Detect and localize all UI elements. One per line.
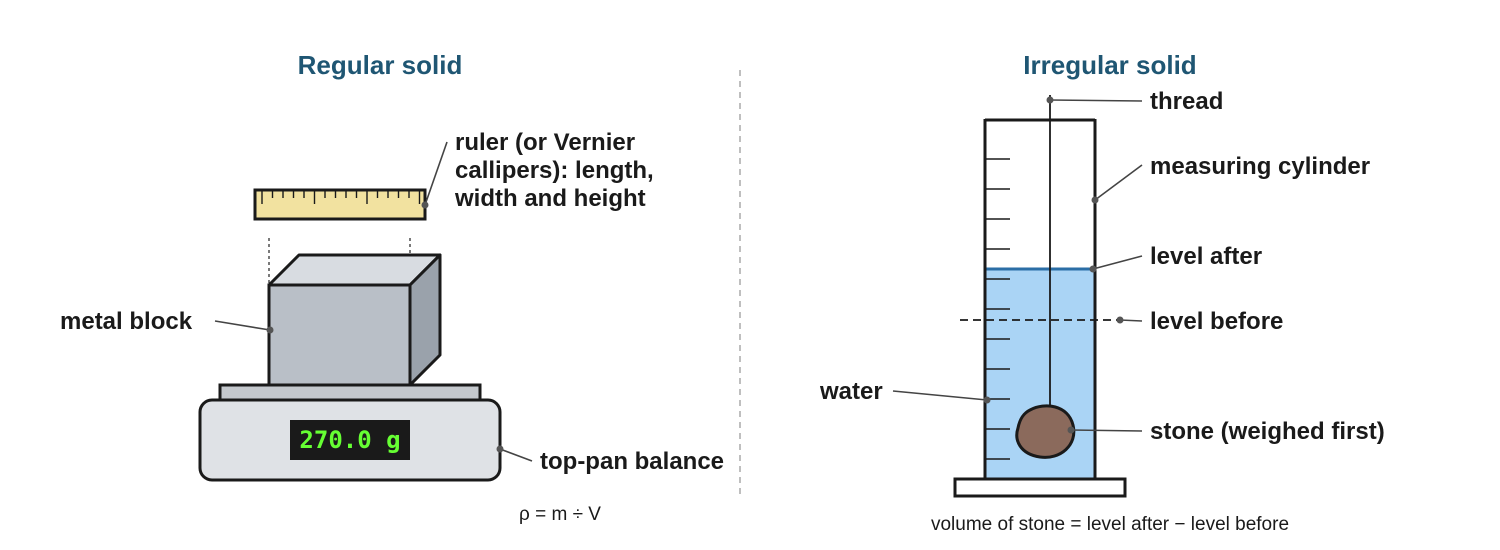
- regular-solid-title: Regular solid: [298, 50, 463, 80]
- balance-display: [290, 420, 410, 460]
- ruler-label-line-3: width and height: [454, 185, 646, 212]
- irregular-solid-title: Irregular solid: [1023, 50, 1196, 80]
- ruler: [253, 188, 427, 221]
- level-after-leader: [1092, 255, 1143, 270]
- water-leader: [892, 390, 988, 401]
- level-after-leader-dot: [1089, 265, 1097, 273]
- balance-reading: 270.0 g: [299, 426, 400, 454]
- ruler-ticks: [261, 190, 421, 204]
- cylinder-base: [953, 477, 1127, 498]
- ruler-label-line-1: ruler (or Vernier: [455, 129, 635, 156]
- thread-leader-dot: [1046, 96, 1054, 104]
- block-leader: [214, 320, 271, 331]
- thread-leader: [1049, 99, 1143, 102]
- cylinder-leader: [1094, 164, 1143, 201]
- cylinder-leader-dot: [1091, 196, 1099, 204]
- measuring-cylinder: [953, 118, 1127, 498]
- level-before-leader: [1119, 319, 1143, 322]
- ruler-label: ruler (or Vernier callipers): length, wi…: [454, 129, 660, 212]
- ruler-leader: [424, 141, 448, 206]
- stone-leader: [1070, 429, 1143, 432]
- block-leader-dot: [266, 326, 274, 334]
- top-pan-balance-label: top-pan balance: [540, 448, 724, 475]
- thread-label: thread: [1150, 88, 1223, 115]
- water-label: water: [819, 378, 883, 405]
- stone-leader-dot: [1067, 426, 1075, 434]
- measuring-cylinder-label: measuring cylinder: [1150, 153, 1370, 180]
- stone: [1015, 404, 1076, 459]
- ruler-leader-dot: [421, 201, 429, 209]
- stone-volume-formula: volume of stone = level after − level be…: [931, 514, 1289, 535]
- stone-label: stone (weighed first): [1150, 418, 1385, 445]
- ruler-label-line-2: callipers): length,: [455, 157, 654, 184]
- level-after-label: level after: [1150, 243, 1262, 270]
- metal-block-label: metal block: [60, 308, 193, 335]
- level-before-label: level before: [1150, 308, 1283, 335]
- level-before-leader-dot: [1116, 316, 1124, 324]
- balance-leader-dot: [496, 445, 504, 453]
- metal-block: [267, 253, 442, 387]
- density-formula: ρ = m ÷ V: [519, 504, 601, 525]
- top-pan-balance: 270.0 g: [198, 383, 502, 482]
- water-leader-dot: [983, 396, 991, 404]
- balance-leader: [499, 448, 533, 462]
